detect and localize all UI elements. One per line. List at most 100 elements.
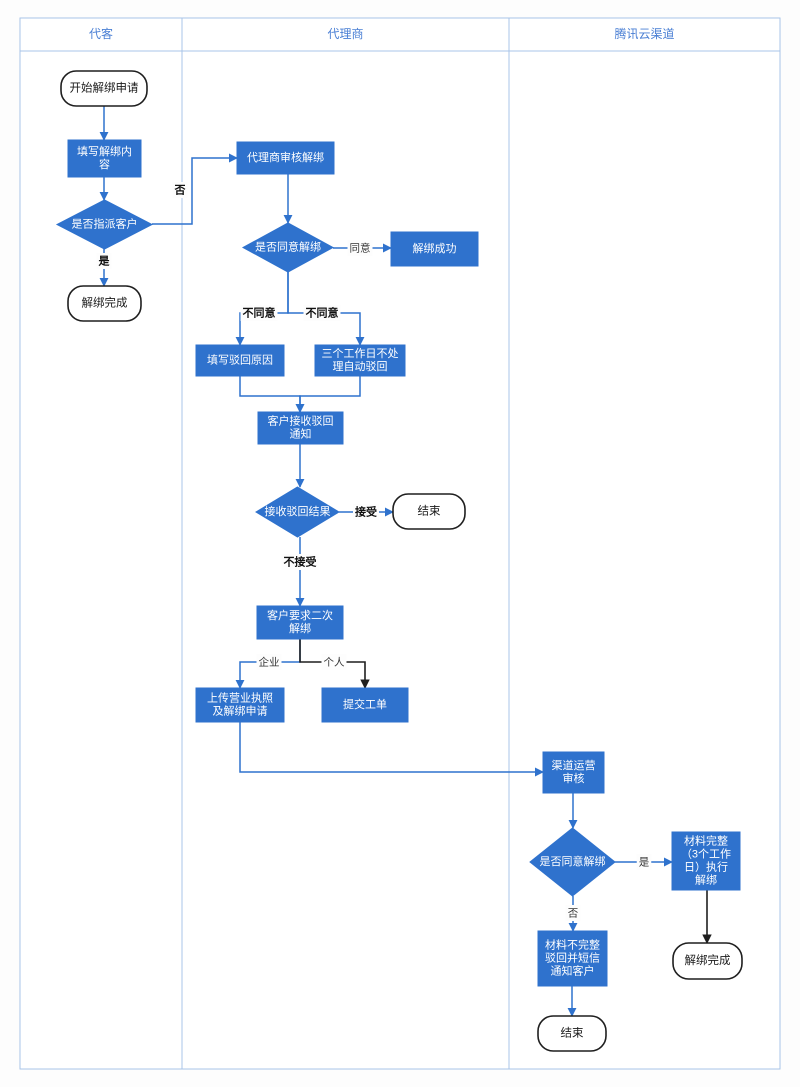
- node-unbind-finished-customer[interactable]: 解绑完成: [67, 285, 142, 322]
- e-agree-yes-success-label-bg: [347, 240, 373, 256]
- fill-reject-reason-shape[interactable]: [195, 344, 285, 377]
- channel-ops-review-shape[interactable]: [542, 751, 605, 794]
- customer-second-unbind-label-1: 解绑: [289, 621, 311, 635]
- e-decision-to-finish-label-bg: [96, 253, 112, 269]
- lane-agent-body: [181, 50, 510, 1070]
- end-tencent-shape[interactable]: [537, 1015, 607, 1052]
- unbind-finished-customer-label-0: 解绑完成: [82, 296, 128, 310]
- material-incomplete-reject-shape[interactable]: [537, 930, 608, 987]
- is-assign-customer-label-0: 是否指派客户: [72, 216, 138, 230]
- e-agree-yes-success-label: 同意: [350, 241, 371, 254]
- upload-license-label-0: 上传营业执照: [207, 690, 273, 704]
- e-second-to-enterprise-label-bg: [256, 654, 282, 670]
- unbind-finished-tencent-label-0: 解绑完成: [685, 953, 731, 967]
- edges: 是否同意不同意不同意接受不接受企业个人是否: [96, 106, 712, 1017]
- node-is-assign-customer[interactable]: 是否指派客户: [55, 199, 154, 250]
- e-agree2-no-incomplete-label-bg: [565, 905, 581, 921]
- auto-reject-3days-label-1: 理自动驳回: [333, 360, 388, 373]
- e-result-accept-end-label-bg: [353, 504, 379, 520]
- material-complete-execute-label-0: 材料完整: [684, 833, 728, 847]
- e-agree-no-right-label: 不同意: [306, 305, 339, 319]
- swimlane-tencent: 腾讯云渠道: [508, 17, 781, 1070]
- unbind-finished-tencent-shape[interactable]: [672, 942, 743, 980]
- agree-unbind-tencent-shape[interactable]: [529, 827, 616, 897]
- unbind-success-shape[interactable]: [390, 231, 479, 267]
- node-fill-reject-reason[interactable]: 填写驳回原因: [195, 344, 285, 377]
- fill-unbind-content-label-1: 容: [99, 157, 110, 171]
- unbind-finished-customer-shape[interactable]: [67, 285, 142, 322]
- agent-review-unbind-shape[interactable]: [236, 141, 335, 175]
- node-end-agent[interactable]: 结束: [392, 493, 466, 530]
- fill-unbind-content-shape[interactable]: [67, 139, 142, 178]
- nodes: 开始解绑申请填写解绑内容是否指派客户解绑完成代理商审核解绑是否同意解绑解绑成功填…: [55, 70, 743, 1052]
- lane-tencent-title: 腾讯云渠道: [614, 26, 674, 41]
- node-agree-unbind-tencent[interactable]: 是否同意解绑: [529, 827, 616, 897]
- lane-customer-header-box: [19, 17, 183, 52]
- material-incomplete-reject-label-2: 通知客户: [551, 963, 595, 977]
- e-decision-no-to-agent-label: 否: [174, 183, 186, 196]
- lane-customer-title: 代客: [89, 26, 113, 41]
- e-auto-to-notice: [295, 376, 361, 413]
- e-second-to-person-label-bg: [321, 654, 347, 670]
- agree-unbind-agent-shape[interactable]: [241, 222, 335, 273]
- node-agree-unbind-agent[interactable]: 是否同意解绑: [241, 222, 335, 273]
- auto-reject-3days-shape[interactable]: [314, 344, 406, 377]
- customer-second-unbind-label-0: 客户要求二次: [267, 608, 333, 622]
- node-unbind-finished-tencent[interactable]: 解绑完成: [672, 942, 743, 980]
- e-decision-no-to-agent-label-bg: [172, 182, 188, 198]
- customer-receive-reject-label-1: 通知: [290, 426, 312, 440]
- e-agree-no-right-label-bg: [303, 305, 341, 321]
- lane-agent-title: 代理商: [327, 26, 363, 41]
- agree-unbind-agent-label-0: 是否同意解绑: [255, 239, 321, 253]
- e-result-reject-second-label-bg: [281, 554, 319, 570]
- agent-review-unbind-label-0: 代理商审核解绑: [247, 150, 324, 164]
- e-agree-no-left-label-bg: [240, 305, 278, 321]
- lane-tencent-header-box: [508, 17, 781, 52]
- lane-tencent-body: [508, 50, 781, 1070]
- e-upload-to-channel: [239, 722, 544, 777]
- e-second-to-person-label: 个人: [324, 656, 345, 668]
- e-agree-no-left-label: 不同意: [243, 305, 276, 319]
- customer-receive-reject-shape[interactable]: [257, 411, 344, 445]
- node-submit-ticket[interactable]: 提交工单: [321, 687, 409, 723]
- channel-ops-review-label-0: 渠道运营: [552, 758, 596, 772]
- material-incomplete-reject-label-1: 驳回并短信: [545, 950, 600, 964]
- node-start-unbind-request[interactable]: 开始解绑申请: [60, 70, 148, 107]
- agree-unbind-tencent-label-0: 是否同意解绑: [540, 854, 606, 868]
- receive-reject-result-shape[interactable]: [255, 486, 340, 538]
- e-decision-to-finish-label: 是: [98, 254, 111, 267]
- node-agent-review-unbind[interactable]: 代理商审核解绑: [236, 141, 335, 175]
- material-complete-execute-label-2: 日）执行: [684, 859, 728, 873]
- fill-reject-reason-label-0: 填写驳回原因: [207, 352, 273, 366]
- submit-ticket-label-0: 提交工单: [343, 697, 387, 711]
- node-unbind-success[interactable]: 解绑成功: [390, 231, 479, 267]
- submit-ticket-shape[interactable]: [321, 687, 409, 723]
- e-decision-no-to-agent: [152, 153, 238, 225]
- customer-second-unbind-shape[interactable]: [256, 605, 344, 640]
- start-unbind-request-shape[interactable]: [60, 70, 148, 107]
- node-end-tencent[interactable]: 结束: [537, 1015, 607, 1052]
- upload-license-shape[interactable]: [195, 687, 285, 723]
- upload-license-label-1: 及解绑申请: [213, 703, 268, 717]
- auto-reject-3days-label-0: 三个工作日不处: [322, 347, 399, 360]
- customer-receive-reject-label-0: 客户接收驳回: [268, 413, 334, 427]
- e-agree2-no-incomplete-label: 否: [568, 907, 579, 919]
- end-tencent-label-0: 结束: [561, 1027, 584, 1040]
- is-assign-customer-shape[interactable]: [55, 199, 154, 250]
- e-result-reject-second-label: 不接受: [284, 554, 317, 568]
- material-complete-execute-shape[interactable]: [671, 831, 741, 891]
- end-agent-shape[interactable]: [392, 493, 466, 530]
- e-result-accept-end-label: 接受: [355, 504, 377, 518]
- end-agent-label-0: 结束: [418, 505, 441, 518]
- node-receive-reject-result[interactable]: 接收驳回结果: [255, 486, 340, 538]
